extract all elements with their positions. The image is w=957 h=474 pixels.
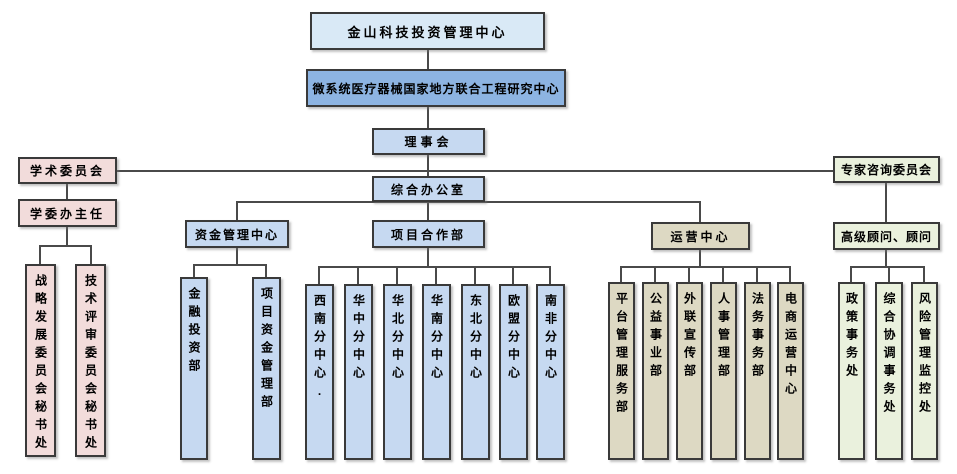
org-node-branch-southwest: 西南分中心. [305,284,334,460]
connector-to-fund-center [236,201,238,221]
org-node-hr-management: 人事管理部 [710,282,737,460]
connector-project-fork [427,247,429,267]
org-node-strategy-secretariat: 战略发展委员会秘书处 [25,264,56,457]
connector-drop [850,266,852,282]
node-label: 华北分中心 [390,294,405,384]
connector-office-project [427,201,429,221]
org-node-project-cooperation: 项目合作部 [372,220,485,248]
connector-drop [654,266,656,282]
org-node-expert-committee: 专家咨询委员会 [833,156,940,183]
org-node-branch-northeast: 东北分中心 [461,284,490,460]
node-label: 风险管理监控处 [917,292,932,418]
node-label: 人事管理部 [716,292,731,382]
connector-academic-director [66,183,68,200]
org-node-council: 理事会 [372,128,485,155]
node-label: 政策事务处 [844,292,859,382]
org-node-research-center: 微系统医疗器械国家地方联合工程研究中心 [306,69,566,107]
connector-drop [435,266,437,284]
connector-drop [318,266,320,284]
connector-drop [688,266,690,282]
connector-drop [888,266,890,282]
connector-drop [474,266,476,284]
org-node-branch-south-china: 华南分中心 [422,284,451,460]
connector-director-fork [66,226,68,246]
connector-branch-bar [236,201,701,203]
org-node-senior-advisors: 高级顾问、顾问 [833,222,940,250]
org-node-outreach-publicity: 外联宣传部 [676,282,703,460]
node-label: 外联宣传部 [682,292,697,382]
connector-drop [265,264,267,278]
connector-fund-fork [236,247,238,265]
org-node-academic-director: 学委办主任 [18,199,117,227]
connector-drop [756,266,758,282]
node-label: 华南分中心 [429,294,444,384]
connector-drop [396,266,398,284]
connector-advisor-bar [850,266,925,268]
org-node-branch-north-china: 华北分中心 [383,284,412,460]
org-node-branch-central-china: 华中分中心 [344,284,373,460]
node-label: 法务事务部 [750,292,765,382]
org-node-ecommerce-ops: 电商运营中心 [777,282,804,460]
org-node-legal-affairs: 法务事务部 [744,282,771,460]
node-label: 综合协调事务处 [882,292,896,418]
connector-drop [722,266,724,282]
connector-drop [357,266,359,284]
connector-drop [39,245,41,265]
org-node-operations-center: 运营中心 [651,222,750,250]
node-label: 技术评审委员会秘书处 [83,274,98,454]
org-node-tech-review-secretariat: 技术评审委员会秘书处 [75,264,106,457]
connector-project-bar [318,266,551,268]
connector-drop [193,264,195,278]
org-node-branch-south-africa: 南非分中心 [536,284,565,460]
node-label: 公益事业部 [648,292,663,382]
node-label: 平台管理服务部 [614,292,629,418]
connector-to-ops-center [699,201,701,223]
connector-council-office [427,154,429,177]
connector-drop [789,266,791,282]
connector-drop [620,266,622,282]
connector-fund-bar [193,264,267,266]
node-label: 项目资金管理部 [259,287,274,413]
org-node-general-office: 综合办公室 [372,176,485,202]
node-label: 南非分中心 [543,294,558,384]
connector-ops-fork [699,249,701,267]
connector-root-center [427,50,429,70]
org-node-financial-investment: 金融投资部 [180,277,208,460]
org-node-public-welfare: 公益事业部 [642,282,669,460]
node-label: 西南分中心. [312,294,327,404]
connector-cross-committees [117,170,833,172]
org-node-project-fund-mgmt: 项目资金管理部 [252,277,281,460]
connector-drop [923,266,925,282]
org-node-policy-affairs: 政策事务处 [838,282,865,460]
org-node-branch-eu: 欧盟分中心 [499,284,528,460]
org-node-platform-service: 平台管理服务部 [608,282,635,460]
node-label: 电商运营中心 [783,292,798,400]
org-node-risk-monitoring: 风险管理监控处 [911,282,938,460]
connector-drop [512,266,514,284]
node-label: 战略发展委员会秘书处 [33,274,48,454]
connector-center-council [427,106,429,129]
org-node-root: 金山科技投资管理中心 [310,12,545,50]
connector-drop [90,245,92,265]
node-label: 欧盟分中心 [506,294,521,384]
connector-advisor-fork [885,249,887,267]
connector-expert-advisors [885,182,887,223]
node-label: 华中分中心 [351,294,366,384]
connector-director-bar [39,245,92,247]
node-label: 金融投资部 [187,287,201,377]
node-label: 东北分中心 [468,294,483,384]
connector-ops-bar [620,266,791,268]
connector-drop [549,266,551,284]
org-node-fund-center: 资金管理中心 [185,220,289,248]
org-node-academic-committee: 学术委员会 [18,157,117,184]
org-node-coordination-affairs: 综合协调事务处 [875,282,903,460]
